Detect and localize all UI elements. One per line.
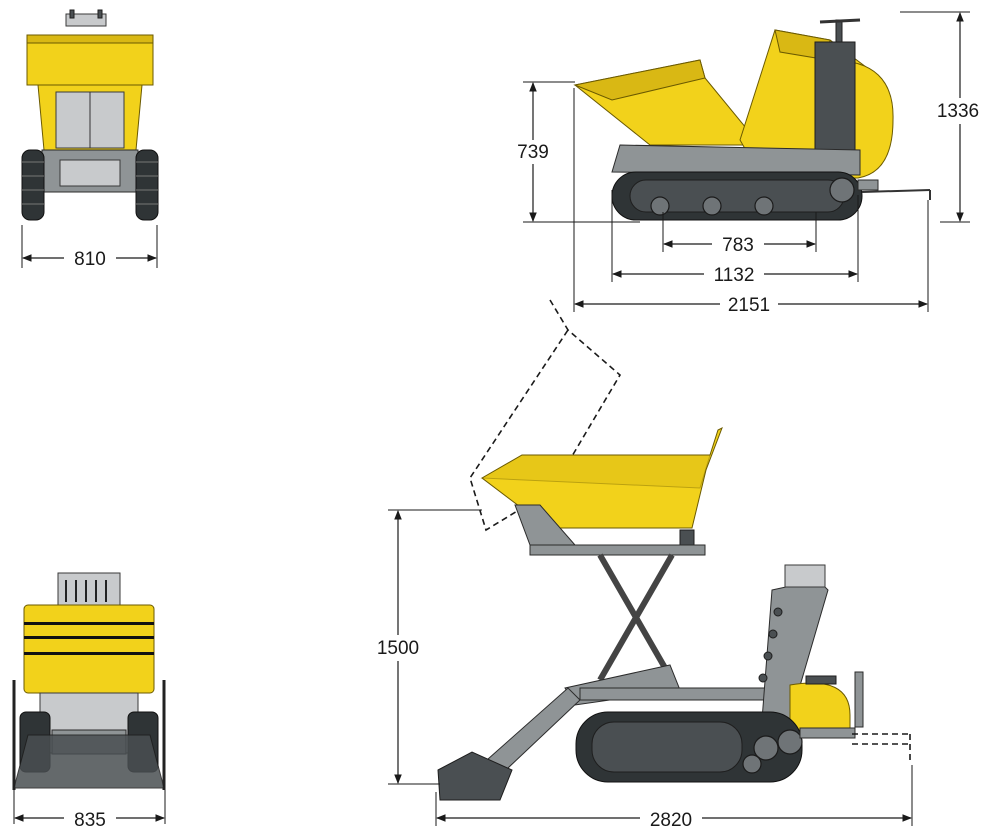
rear-width-label: 835 xyxy=(74,810,106,828)
side-view: 739 1336 783 1132 2151 xyxy=(508,11,987,316)
lift-height-label: 1500 xyxy=(377,638,419,659)
rear-view: 835 xyxy=(12,572,166,828)
total-length-label: 2151 xyxy=(728,295,770,316)
track-contact-length-label: 783 xyxy=(722,235,754,256)
front-width-label: 810 xyxy=(74,249,106,270)
track-length-label: 1132 xyxy=(714,265,755,286)
lifted-view: 1500 2820 xyxy=(370,299,913,828)
total-length-lifted-label: 2820 xyxy=(650,810,692,828)
total-height-label: 1336 xyxy=(937,101,979,122)
front-view: 810 xyxy=(21,9,159,270)
height-at-bucket-label: 739 xyxy=(517,142,549,163)
